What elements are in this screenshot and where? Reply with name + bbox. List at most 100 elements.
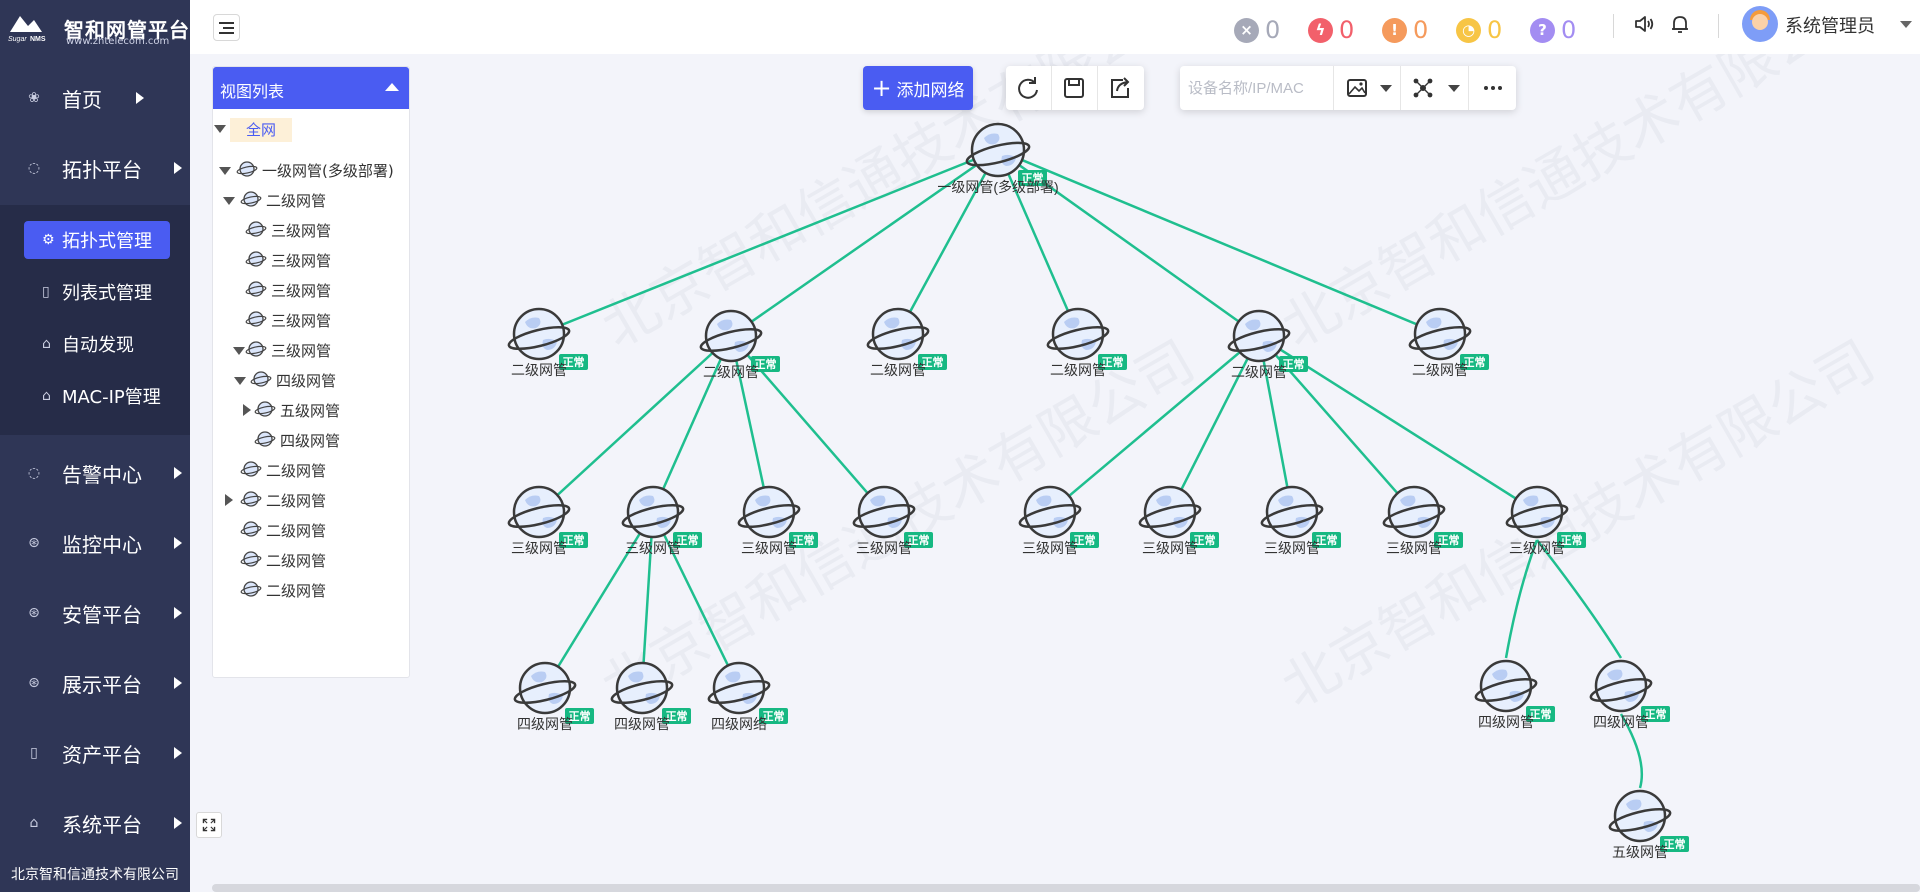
topology-link[interactable] [729,335,771,513]
menu-toggle-button[interactable] [213,14,240,41]
topology-link[interactable] [896,149,1000,335]
nav-item-security[interactable]: ⊛ 安管平台 [0,578,190,648]
nav-item-system[interactable]: ⌂ 系统平台 [0,788,190,858]
refresh-icon[interactable] [1006,66,1050,110]
nav-item-asset[interactable]: ▯ 资产平台 [0,718,190,788]
image-icon[interactable] [1340,66,1376,110]
tree-node[interactable]: 四级网管 [0,428,410,452]
topology-link[interactable] [1536,539,1623,659]
nav-item-topology[interactable]: ◌ 拓扑平台 [0,133,190,203]
chevron-down-icon[interactable] [1900,21,1912,28]
tree-node[interactable]: 三级网管 [0,308,410,332]
tree-node[interactable]: 二级网管 [0,518,410,542]
tree-node[interactable]: 二级网管 [0,458,410,482]
tree-node[interactable]: 二级网管 [0,488,410,512]
logo[interactable]: Sugar NMS 智和网管平台 www.zhtelecom.com [0,0,190,56]
topology-link[interactable] [543,511,655,689]
submenu-mac-ip[interactable]: ⌂ MAC-IP管理 [24,377,170,415]
tree-toggle-open-icon[interactable] [219,167,231,175]
submenu-list-manage[interactable]: ▯ 列表式管理 [24,273,170,311]
tree-toggle-open-icon[interactable] [233,347,245,355]
device-search-input[interactable] [1188,74,1332,102]
topology-link[interactable] [640,511,655,689]
fullscreen-icon[interactable] [196,812,222,838]
alarm-stat-critical[interactable]: × 0 [1234,17,1280,43]
horizontal-scrollbar[interactable] [212,884,1920,892]
tree-toggle-open-icon[interactable] [223,197,235,205]
avatar[interactable] [1742,6,1778,42]
topology-link[interactable] [1504,539,1539,659]
tree-node[interactable]: 三级网管 [0,248,410,272]
nav-item-home[interactable]: ❀ 首页 [0,63,190,133]
tree-node[interactable]: 三级网管 [0,278,410,302]
topology-link[interactable] [1049,335,1260,513]
tree-toggle-open-icon[interactable] [234,377,246,385]
tree-node[interactable]: 一级网管(多级部署) [0,158,410,182]
alarm-stat-major[interactable]: ϟ 0 [1308,17,1354,43]
tree-root-all-network[interactable]: 全网 [230,118,292,142]
tree-node[interactable]: 四级网管 [0,368,410,392]
nav-item-alarm[interactable]: ◌ 告警中心 [0,438,190,508]
user-name[interactable]: 系统管理员 [1785,16,1875,37]
tree-toggle-closed-icon[interactable] [243,404,251,416]
topology-link[interactable] [651,511,741,689]
topology-link[interactable] [997,148,1441,336]
submenu-topology-manage[interactable]: ⚙ 拓扑式管理 [24,221,170,259]
tree-node[interactable]: 二级网管 [0,578,410,602]
topology-link[interactable] [538,148,999,336]
alarm-stat-unknown[interactable]: ? 0 [1530,17,1576,43]
alarm-stat-warning[interactable]: ◔ 0 [1456,17,1502,43]
topology-link[interactable] [1168,335,1261,513]
tree-node[interactable]: 二级网管 [0,548,410,572]
layout-icon[interactable] [1406,66,1442,110]
tree-node[interactable]: 五级网管 [0,398,410,422]
bell-icon[interactable] [1668,12,1692,36]
save-icon[interactable] [1052,66,1096,110]
tree-node[interactable]: 三级网管 [0,218,410,242]
more-icon[interactable] [1470,66,1514,110]
submenu-auto-discover[interactable]: ⌂ 自动发现 [24,325,170,363]
tree-toggle-open-icon[interactable] [214,125,226,133]
topology-link[interactable] [1257,335,1294,513]
tree-toggle-closed-icon[interactable] [225,494,233,506]
tree-node[interactable]: 二级网管 [0,188,410,212]
alarm-stat-minor[interactable]: ! 0 [1382,17,1428,43]
view-list-header[interactable]: 视图列表 [213,67,409,109]
topology-link[interactable] [538,335,732,513]
chevron-up-icon[interactable] [385,83,399,91]
add-network-button[interactable]: + 添加网络 [863,66,973,110]
export-icon[interactable] [1098,66,1142,110]
nav-item-monitor[interactable]: ⊛ 监控中心 [0,508,190,578]
volume-icon[interactable] [1632,12,1656,36]
nav-item-display[interactable]: ⊛ 展示平台 [0,648,190,718]
topology-link[interactable] [651,335,733,513]
tree-node[interactable]: 三级网管 [0,338,410,362]
topology-link[interactable] [1619,713,1644,789]
chevron-down-icon[interactable] [1448,85,1460,92]
topology-link[interactable] [730,148,999,338]
chevron-down-icon[interactable] [1380,85,1392,92]
